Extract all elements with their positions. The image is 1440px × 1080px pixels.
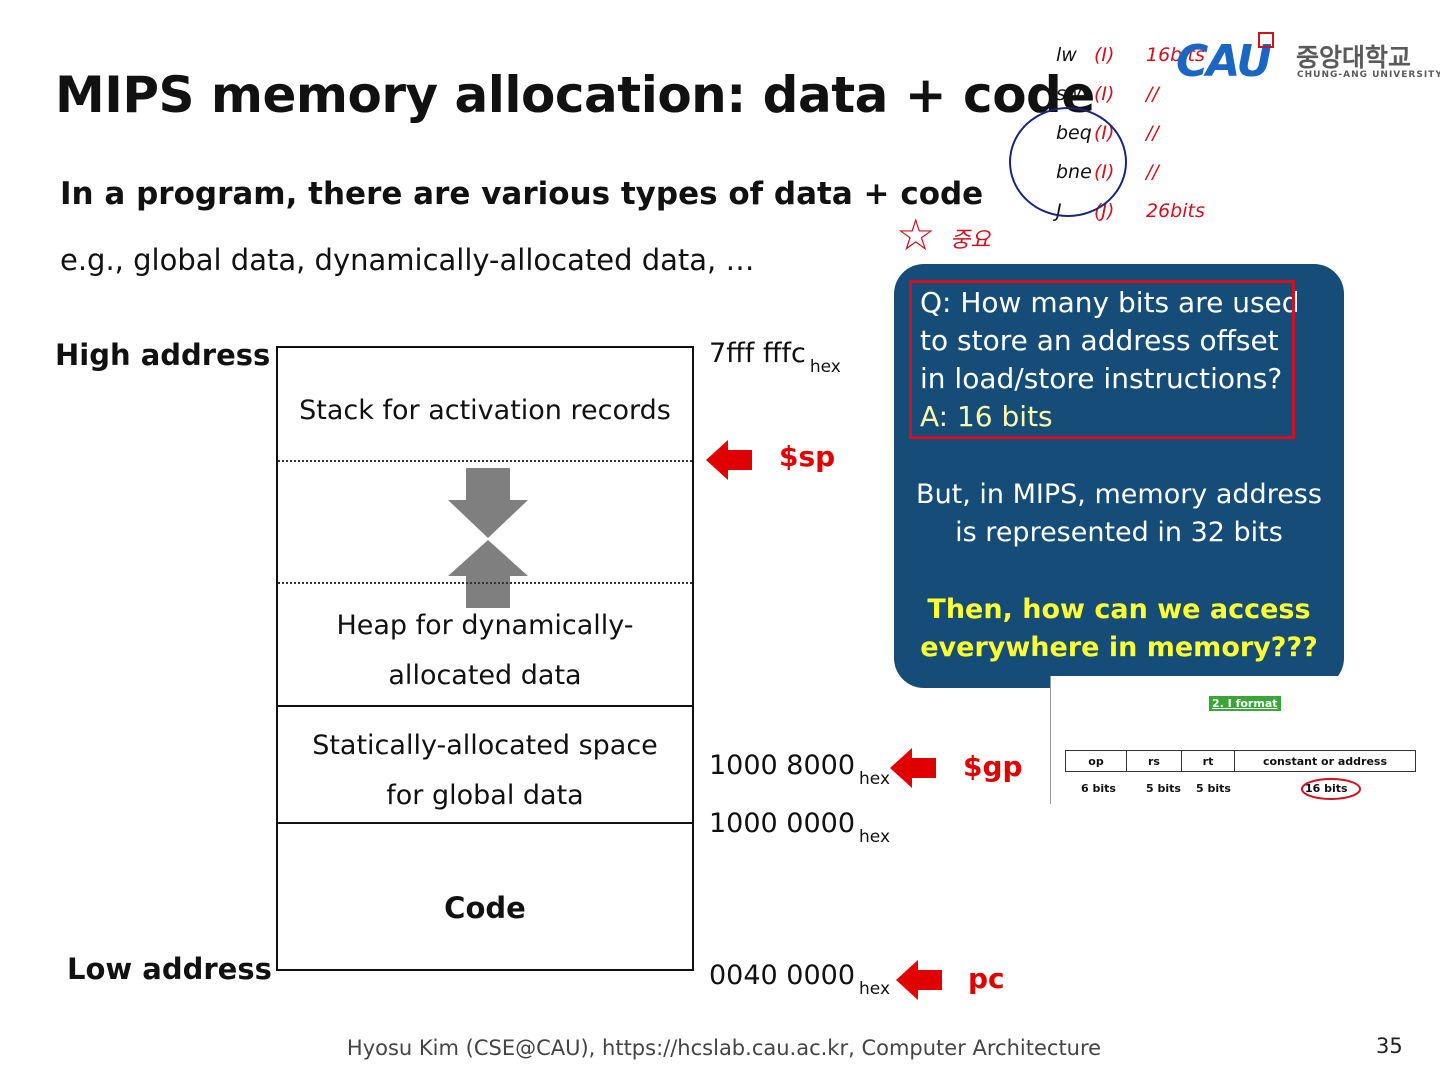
static-segment-label-1: Statically-allocated space: [312, 730, 658, 761]
question-callout: Q: How many bits are used to store an ad…: [894, 264, 1344, 688]
callout-note-1: But, in MIPS, memory address: [916, 479, 1322, 510]
i-format-bits-const: 16 bits: [1305, 782, 1348, 795]
sp-pointer-arrow-icon: [706, 440, 752, 480]
heap-segment-label-2: allocated data: [388, 660, 582, 691]
handwritten-important-note: 중요: [950, 228, 991, 253]
i-format-header-op: op: [1065, 750, 1127, 772]
static-boundary-line: [278, 705, 692, 707]
code-segment-label: Code: [444, 891, 526, 925]
code-boundary-line: [278, 822, 692, 824]
slide-subtitle: In a program, there are various types of…: [60, 176, 984, 212]
callout-note-2: is represented in 32 bits: [955, 517, 1283, 548]
gp-pointer-arrow-icon: [890, 748, 936, 788]
i-format-snippet: 2. I format op rs rt constant or address…: [1050, 676, 1431, 804]
static-segment-label-2: for global data: [386, 780, 584, 811]
callout-question-2: everywhere in memory???: [920, 632, 1318, 663]
i-format-bits-op: 6 bits: [1081, 782, 1116, 795]
callout-answer: A: 16 bits: [920, 400, 1053, 433]
handwritten-instructions: lw sw beq bne J: [1056, 44, 1092, 222]
pc-pointer-arrow-icon: [896, 960, 942, 1000]
logo-mark-icon: [1258, 32, 1274, 48]
handwritten-circle: [1009, 107, 1127, 217]
low-address-label: Low address: [67, 952, 272, 986]
stack-boundary-line: [278, 460, 692, 462]
stack-segment-label: Stack for activation records: [299, 395, 671, 426]
i-format-bits-rt: 5 bits: [1196, 782, 1231, 795]
sixteen-bits-circle: [1301, 778, 1361, 800]
handwritten-bits: 16bits // // // 26bits: [1146, 44, 1205, 222]
callout-question-1: Then, how can we access: [927, 594, 1311, 625]
sp-register-label: $sp: [779, 440, 836, 473]
i-format-bits-rs: 5 bits: [1146, 782, 1181, 795]
i-format-label: 2. I format: [1209, 696, 1281, 711]
page-number: 35: [1376, 1034, 1403, 1058]
heap-boundary-line: [278, 582, 692, 584]
example-text: e.g., global data, dynamically-allocated…: [60, 243, 755, 277]
university-name-korean: 중앙대학교: [1296, 43, 1412, 72]
star-icon: ☆: [896, 210, 936, 261]
answer-highlight-rect: [909, 280, 1295, 439]
pc-register-label: pc: [968, 962, 1005, 995]
high-address-label: High address: [55, 338, 271, 372]
memory-map: Stack for activation records Heap for dy…: [276, 346, 694, 971]
cau-logo: CAU: [1176, 36, 1272, 87]
university-name-english: CHUNG-ANG UNIVERSITY: [1297, 70, 1440, 80]
footer-credit: Hyosu Kim (CSE@CAU), https://hcslab.cau.…: [346, 1036, 1102, 1060]
gp-register-label: $gp: [963, 750, 1023, 783]
heap-growth-arrow-icon: [448, 540, 528, 608]
slide-title: MIPS memory allocation: data + code: [55, 66, 1095, 124]
i-format-table: op rs rt constant or address: [1065, 750, 1416, 772]
i-format-header-rs: rs: [1126, 750, 1182, 772]
handwritten-types: (I) (I) (I) (I) (J): [1094, 44, 1115, 222]
i-format-header-rt: rt: [1181, 750, 1235, 772]
heap-segment-label-1: Heap for dynamically-: [336, 610, 634, 641]
callout-question: Q: How many bits are used to store an ad…: [920, 284, 1300, 436]
stack-growth-arrow-icon: [448, 468, 528, 538]
i-format-header-const: constant or address: [1234, 750, 1416, 772]
